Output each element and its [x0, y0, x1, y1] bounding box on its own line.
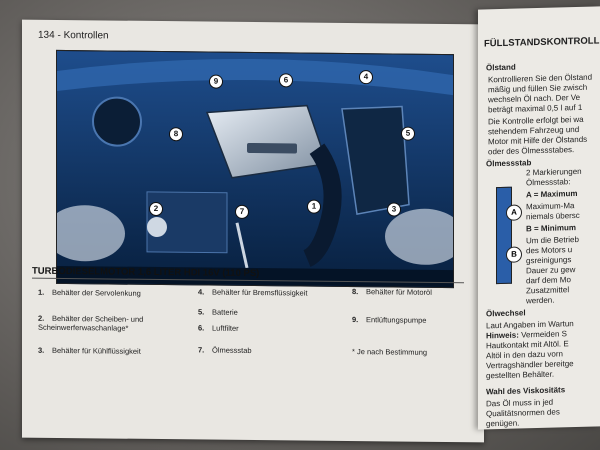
- text-line: darf dem Mo: [526, 275, 571, 286]
- text-line: Qualitätsnormen des: [486, 407, 560, 419]
- page-header: 134 - Kontrollen: [38, 29, 109, 42]
- dipstick-graphic: [496, 186, 512, 285]
- right-page: FÜLLSTANDSKONTROLL Ölstand Kontrollieren…: [478, 6, 600, 430]
- dipstick-mark-a: A: [506, 204, 522, 221]
- callout-6: 6: [279, 73, 293, 88]
- section-viskositaet: Wahl des Viskositäts: [486, 385, 566, 397]
- text-line: Ölmessstab:: [526, 177, 571, 188]
- text-line: Zusatzmittel: [526, 285, 570, 296]
- legend-item-6: 6.Luftfilter: [198, 323, 239, 333]
- engine-illustration: [56, 50, 454, 288]
- legend-item-9: 9.Entlüftungspumpe: [352, 315, 427, 325]
- engine-diagram: 9 6 4 8 5 2 7 1 3: [56, 49, 454, 289]
- text-line: gsreinigungs: [526, 255, 572, 266]
- section-oelmessstab: Ölmessstab: [486, 158, 532, 169]
- left-page: 134 - Kontrollen: [22, 19, 484, 443]
- callout-2: 2: [149, 201, 163, 217]
- hint-label: Hinweis:: [486, 330, 519, 341]
- text-line: des Motors u: [526, 245, 573, 256]
- text-line: 2 Markierungen: [526, 166, 582, 178]
- text-line: werden.: [526, 295, 555, 306]
- text-line: genügen.: [486, 418, 520, 429]
- section-oelstand: Ölstand: [486, 62, 516, 73]
- text-line: niemals übersc: [526, 210, 580, 222]
- legend-item-4: 4.Behälter für Bremsflüssigkeit: [198, 287, 308, 298]
- text-line: gestellten Behälter.: [486, 369, 555, 381]
- text-line: Maximum-Ma: [526, 201, 575, 212]
- callout-1: 1: [307, 199, 321, 214]
- callout-3: 3: [387, 202, 401, 217]
- callout-8: 8: [169, 127, 183, 142]
- hint-text: Vermeiden S: [521, 329, 567, 340]
- label-minimum: B = Minimum: [526, 223, 577, 234]
- text-line: oder des Ölmessstabes.: [488, 145, 575, 157]
- legend-item-8: 8.Behälter für Motoröl: [352, 287, 432, 297]
- section-oelwechsel: Ölwechsel: [486, 308, 526, 319]
- legend-item-7: 7.Ölmessstab: [198, 345, 252, 355]
- text-line: beträgt maximal 0,5 l auf 1: [488, 102, 583, 115]
- right-page-title: FÜLLSTANDSKONTROLL: [484, 35, 600, 50]
- legend-item-2: 2.Behälter der Scheiben- und Scheinwerfe…: [38, 313, 144, 333]
- legend-item-3: 3.Behälter für Kühlflüssigkeit: [38, 345, 141, 356]
- callout-7: 7: [235, 204, 249, 219]
- callout-5: 5: [401, 126, 415, 141]
- legend-item-1: 1.Behälter der Servolenkung: [38, 287, 141, 298]
- legend-footnote: * Je nach Bestimmung: [352, 347, 428, 357]
- callout-4: 4: [359, 70, 373, 85]
- text-line: Vertragshändler bereitge: [486, 359, 574, 371]
- callout-9: 9: [209, 74, 223, 89]
- dipstick-mark-b: B: [506, 246, 522, 263]
- label-maximum: A = Maximum: [526, 188, 578, 200]
- legend-item-5: 5.Batterie: [198, 307, 238, 317]
